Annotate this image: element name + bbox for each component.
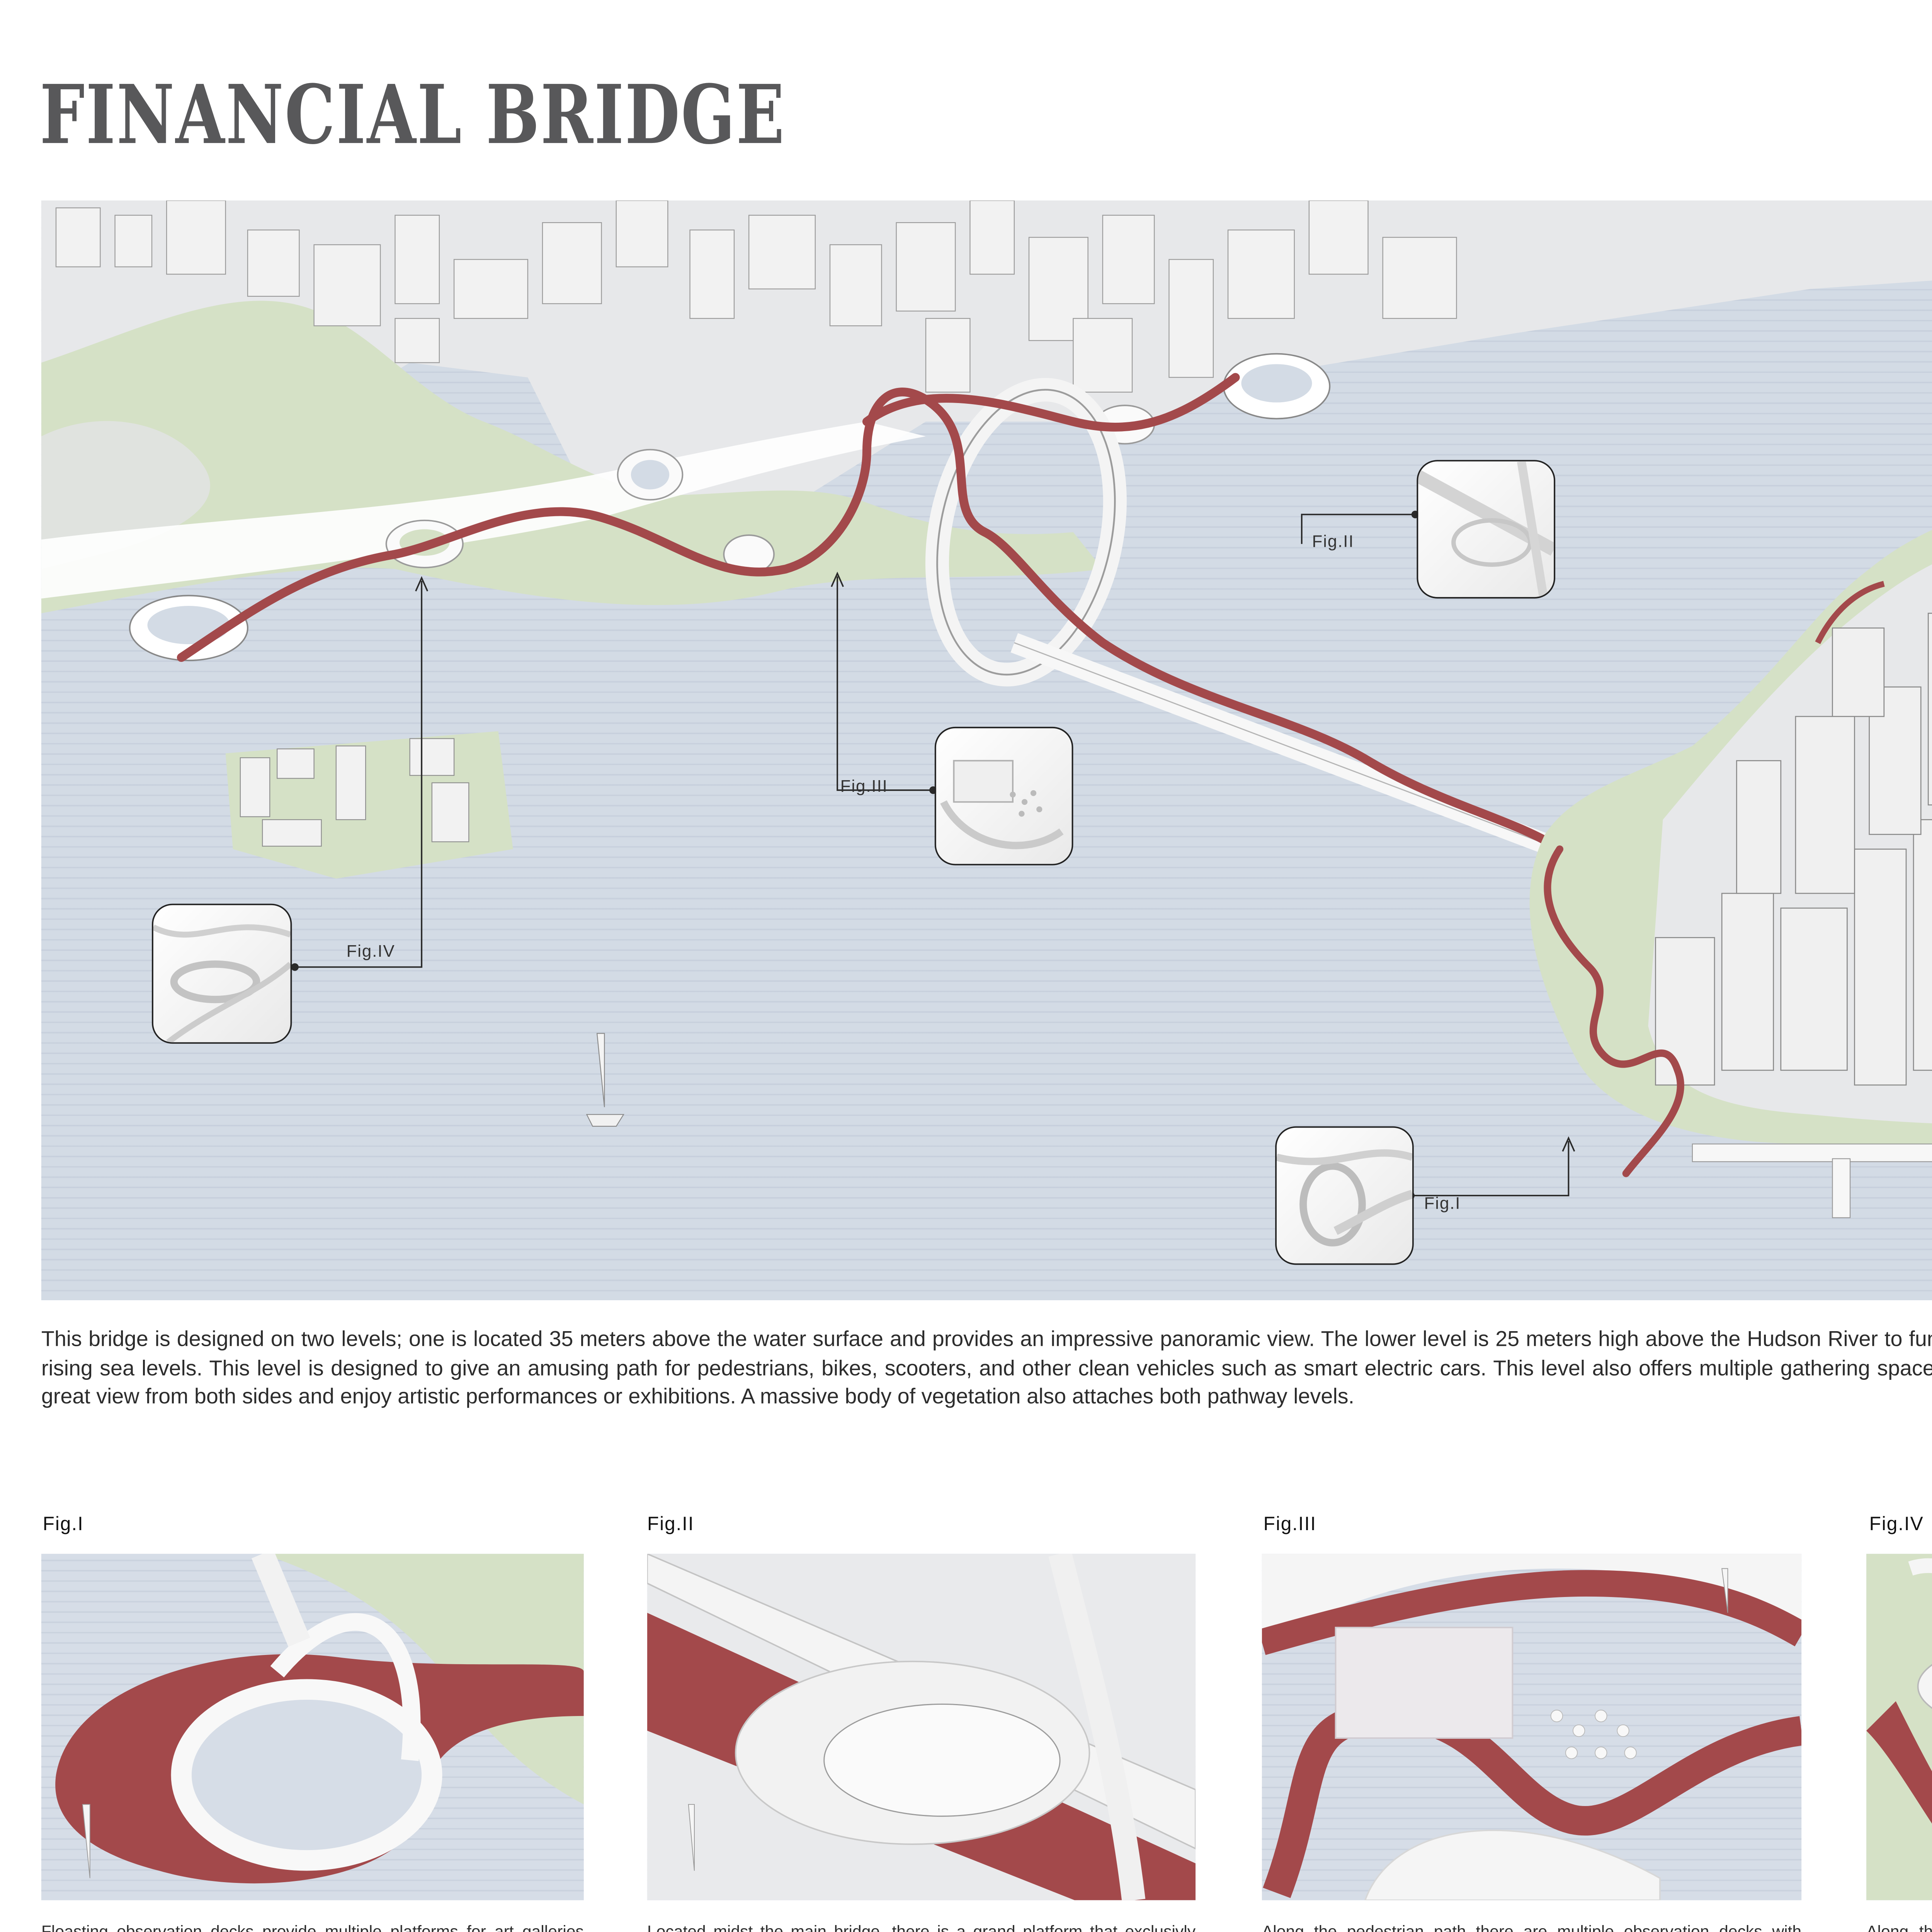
figure-label-1: Fig.I	[43, 1512, 84, 1535]
figure-caption-4: Along the main road there are some areas…	[1866, 1922, 1932, 1932]
figure-caption-2: Located midst the main bridge, there is …	[647, 1922, 1196, 1932]
callout-label-fig2: Fig.II	[1312, 534, 1354, 551]
floating-deck-render	[55, 1554, 584, 1884]
callout-thumbnail-fig4[interactable]	[151, 903, 292, 1044]
figure-label-2: Fig.II	[647, 1512, 694, 1535]
site-plan-drawing	[41, 200, 1932, 1218]
road-deck-sketch-icon	[153, 924, 291, 1043]
project-description: This bridge is designed on two levels; o…	[41, 1328, 1932, 1410]
callout-label-fig3: Fig.III	[840, 778, 888, 796]
road-deck-render	[1866, 1554, 1932, 1900]
grand-platform-render	[647, 1554, 1196, 1900]
callout-thumbnail-fig3[interactable]	[934, 726, 1073, 866]
figure-panel-3	[1262, 1554, 1802, 1900]
site-plan-map: Fig.I Fig.II Fig.III Fig.IV	[41, 200, 1932, 1301]
figure-label-3: Fig.III	[1263, 1512, 1317, 1535]
callout-label-fig4: Fig.IV	[346, 943, 395, 961]
callout-label-fig1: Fig.I	[1424, 1196, 1461, 1213]
deck-sketch-icon	[1276, 1149, 1412, 1247]
figure-panel-2	[647, 1554, 1196, 1900]
heritage-path-render	[1262, 1554, 1802, 1900]
platform-sketch-icon	[1418, 461, 1554, 597]
heritage-sketch-icon	[940, 760, 1064, 849]
callout-thumbnail-fig2[interactable]	[1417, 460, 1556, 599]
page-title: FINANCIAL BRIDGE	[40, 66, 786, 162]
figure-panel-4	[1866, 1554, 1932, 1900]
figure-caption-1: Floasting observation decks provide mult…	[41, 1922, 584, 1932]
figure-caption-3: Along the pedestrian path there are mult…	[1262, 1922, 1801, 1932]
figure-panel-1	[41, 1554, 584, 1900]
callout-thumbnail-fig1[interactable]	[1275, 1126, 1414, 1265]
figure-label-4: Fig.IV	[1869, 1512, 1924, 1535]
